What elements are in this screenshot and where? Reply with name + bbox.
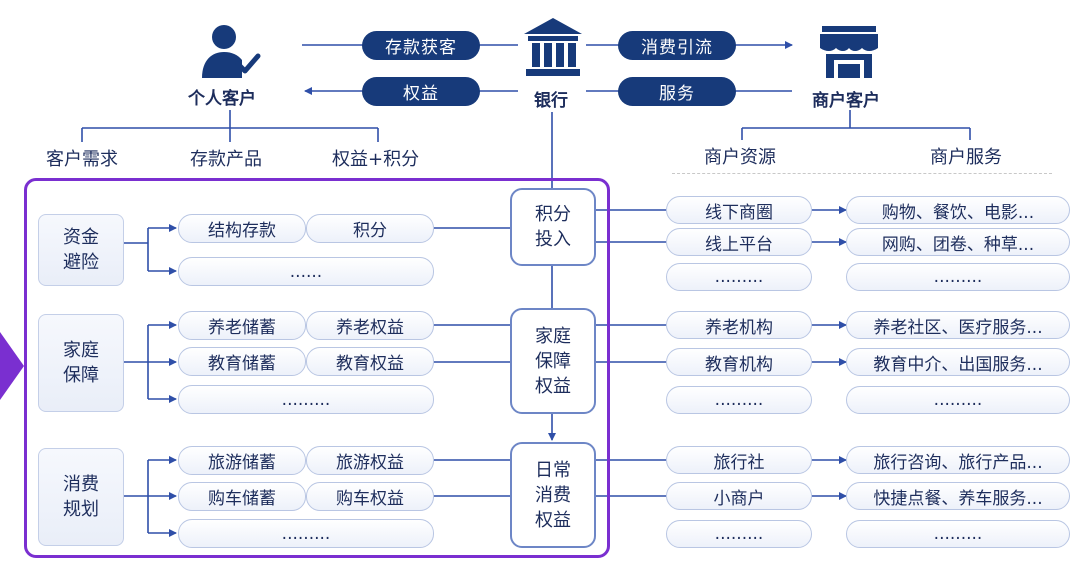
- merchant-service: 购物、餐饮、电影...: [846, 196, 1070, 224]
- individual-child-needs: 客户需求: [46, 149, 118, 170]
- middle-daily-consumption-rights: 日常 消费 权益: [510, 442, 596, 548]
- merchant-resource: .........: [666, 263, 812, 291]
- person-check-icon: [202, 25, 261, 78]
- merchant-service: 旅行咨询、旅行产品...: [846, 446, 1070, 474]
- merchant-resource: .........: [666, 386, 812, 414]
- product-education-savings: 教育储蓄: [178, 347, 306, 376]
- merchant-resource: 线下商圈: [666, 196, 812, 224]
- middle-line: 保障: [535, 350, 571, 372]
- merchant-service: .........: [846, 263, 1070, 291]
- product-pension-savings: 养老储蓄: [178, 311, 306, 340]
- middle-line: 家庭: [535, 325, 571, 347]
- product-car-savings: 购车储蓄: [178, 482, 306, 511]
- merchant-resource: .........: [666, 520, 812, 548]
- category-line: 避险: [63, 252, 99, 273]
- individual-child-deposit-products: 存款产品: [190, 149, 262, 170]
- product-more: .........: [178, 519, 434, 548]
- personal-scope-frame: [24, 178, 610, 558]
- category-line: 家庭: [63, 340, 99, 361]
- middle-line: 日常: [535, 459, 571, 481]
- middle-line: 权益: [535, 375, 571, 397]
- merchant-child-resources: 商户资源: [704, 147, 776, 168]
- product-travel-savings: 旅游储蓄: [178, 446, 306, 475]
- merchant-service: 教育中介、出国服务...: [846, 348, 1070, 376]
- merchant-child-services: 商户服务: [930, 147, 1002, 168]
- middle-points-investment: 积分 投入: [510, 188, 596, 266]
- middle-line: 积分: [535, 204, 571, 225]
- right-points: 积分: [306, 214, 434, 243]
- right-pension: 养老权益: [306, 311, 434, 340]
- storefront-icon: [820, 26, 878, 78]
- middle-line: 消费: [535, 484, 571, 506]
- merchant-service: 养老社区、医疗服务...: [846, 311, 1070, 339]
- middle-line: 投入: [535, 229, 571, 250]
- flow-service: 服务: [618, 77, 736, 106]
- frame-pointer-arrow: [0, 332, 24, 400]
- bank-building-icon: [524, 18, 582, 76]
- section-divider: [672, 173, 1052, 174]
- individual-child-rights-points: 权益+积分: [332, 149, 420, 170]
- right-education: 教育权益: [306, 347, 434, 376]
- merchant-resource: 教育机构: [666, 348, 812, 376]
- category-line: 保障: [63, 365, 99, 386]
- merchant-resource: 旅行社: [666, 446, 812, 474]
- merchant-service: .........: [846, 520, 1070, 548]
- middle-family-rights: 家庭 保障 权益: [510, 308, 596, 414]
- product-more: .........: [178, 385, 434, 414]
- merchant-resource: 线上平台: [666, 228, 812, 256]
- product-structured-deposit: 结构存款: [178, 214, 306, 243]
- individual-customer-label: 个人客户: [188, 89, 256, 109]
- merchant-resource: 小商户: [666, 482, 812, 510]
- right-travel: 旅游权益: [306, 446, 434, 475]
- category-line: 规划: [63, 499, 99, 520]
- flow-consume-traffic: 消费引流: [618, 31, 736, 60]
- category-fund-hedge: 资金 避险: [38, 214, 124, 286]
- right-car: 购车权益: [306, 482, 434, 511]
- merchant-customer-label: 商户客户: [812, 91, 880, 111]
- merchant-service: 网购、团卷、种草...: [846, 228, 1070, 256]
- category-family-protection: 家庭 保障: [38, 314, 124, 412]
- merchant-service: .........: [846, 386, 1070, 414]
- bank-label: 银行: [534, 91, 568, 111]
- flow-deposit-acquire: 存款获客: [362, 31, 480, 60]
- product-more: ......: [178, 257, 434, 286]
- middle-line: 权益: [535, 509, 571, 531]
- flow-rights: 权益: [362, 77, 480, 106]
- category-consumption-planning: 消费 规划: [38, 448, 124, 546]
- category-line: 消费: [63, 474, 99, 495]
- merchant-service: 快捷点餐、养车服务...: [846, 482, 1070, 510]
- merchant-resource: 养老机构: [666, 311, 812, 339]
- category-line: 资金: [63, 227, 99, 248]
